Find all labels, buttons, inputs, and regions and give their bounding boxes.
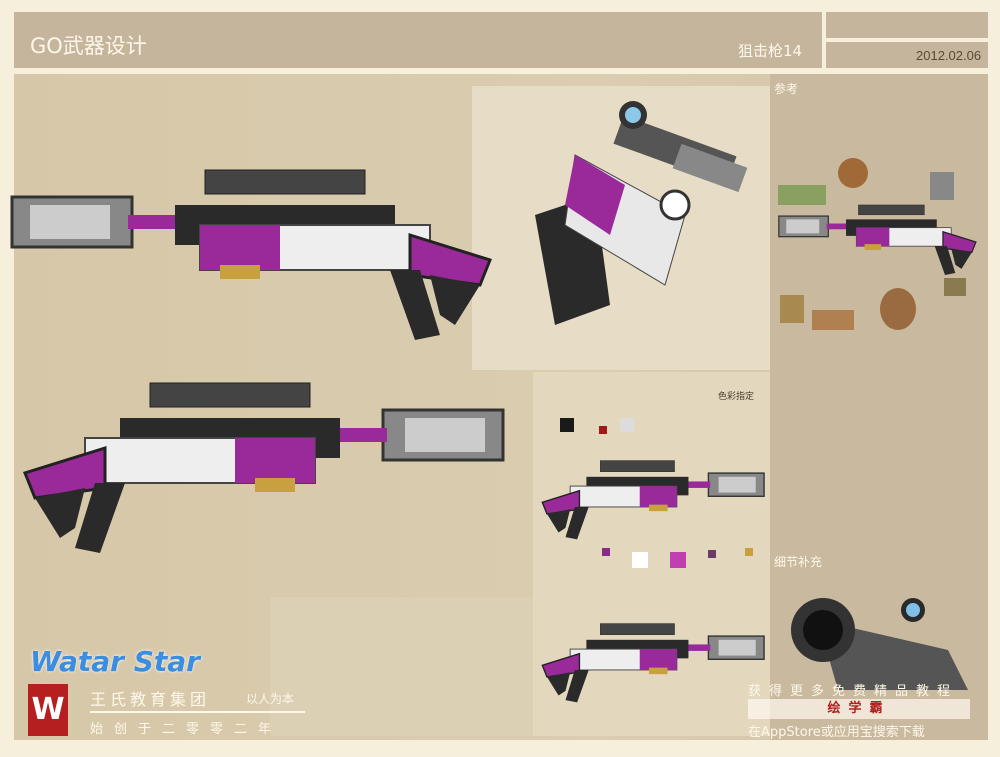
ammo [864, 244, 882, 250]
scope [600, 623, 675, 635]
promo-download: 在AppStore或应用宝搜索下载 [748, 725, 925, 740]
stock [942, 230, 977, 254]
receiver-purple [856, 227, 890, 247]
stock [541, 652, 581, 678]
stock [541, 489, 581, 515]
reference-thumb [880, 288, 916, 330]
color-swatch [602, 548, 610, 556]
color-swatch [632, 552, 648, 568]
divider [90, 711, 305, 713]
detail-label: 细节补充 [774, 555, 823, 569]
founded: 始创于二零零二年 [90, 722, 283, 737]
muzzle-band [30, 205, 110, 239]
promo-line: 获得更多免费精品教程 [748, 684, 959, 699]
barrel [673, 644, 711, 651]
reference-thumb [778, 185, 826, 205]
ammo [220, 265, 260, 279]
grip [390, 270, 440, 340]
color-swatch [560, 418, 574, 432]
promo-brand: 绘学霸 [748, 699, 970, 719]
stock-brace [430, 275, 480, 325]
grip [75, 483, 125, 553]
stock-brace [35, 488, 85, 538]
color-spec-label: 色彩指定 [718, 392, 755, 402]
color-swatch [599, 426, 607, 434]
scope [858, 204, 925, 216]
reference-thumb [838, 158, 868, 188]
barrel [673, 481, 711, 488]
reference-rifle [778, 204, 977, 276]
org-name: 王氏教育集团 [90, 690, 211, 709]
receiver-purple [639, 486, 677, 507]
color-swatch [708, 550, 716, 558]
detail-barrel-view [791, 598, 968, 690]
muzzle-band [718, 639, 756, 656]
motto: 以人为本 [246, 692, 295, 706]
reference-thumb [930, 172, 954, 200]
ammo [255, 478, 295, 492]
sniper-rifle-perspective-view [535, 101, 748, 325]
sniper-rifle-side-view-left [23, 382, 505, 553]
scope [149, 382, 311, 408]
grip [565, 669, 589, 703]
weapon-name: 狙击枪14 [738, 42, 803, 60]
muzzle-band [786, 219, 820, 234]
color-spec-rifle [541, 460, 765, 540]
muzzle-band [718, 476, 756, 493]
receiver-purple [235, 438, 315, 483]
scope [600, 460, 675, 472]
color-spec-panel [533, 372, 770, 736]
stock-brace [546, 672, 571, 696]
header-cell [826, 12, 988, 38]
reference-thumb [944, 278, 966, 296]
header-cell [826, 42, 988, 68]
ammo [649, 667, 668, 675]
color-swatch [620, 418, 634, 432]
grip [934, 246, 956, 276]
reference-label: 参考 [774, 82, 799, 96]
color-swatch [745, 548, 753, 556]
logo-mark: W [28, 684, 68, 736]
logo-text: Watar Star [30, 645, 200, 678]
date: 2012.02.06 [916, 48, 982, 63]
page-title: GO武器设计 [30, 34, 147, 58]
muzzle-band [405, 418, 485, 452]
grip [565, 506, 589, 540]
sniper-rifle-side-view-right [10, 169, 492, 340]
reference-thumb [812, 310, 854, 330]
blank-panel [270, 597, 533, 736]
barrel [826, 223, 860, 230]
stock-brace [546, 509, 571, 533]
scope [204, 169, 366, 195]
ammo [649, 504, 668, 512]
stock-brace [951, 248, 972, 269]
receiver-purple [200, 225, 280, 270]
color-swatch [670, 552, 686, 568]
reference-thumb [780, 295, 804, 323]
small-rifle-preview [541, 623, 765, 703]
receiver-purple [639, 649, 677, 670]
header-bar [14, 12, 822, 68]
